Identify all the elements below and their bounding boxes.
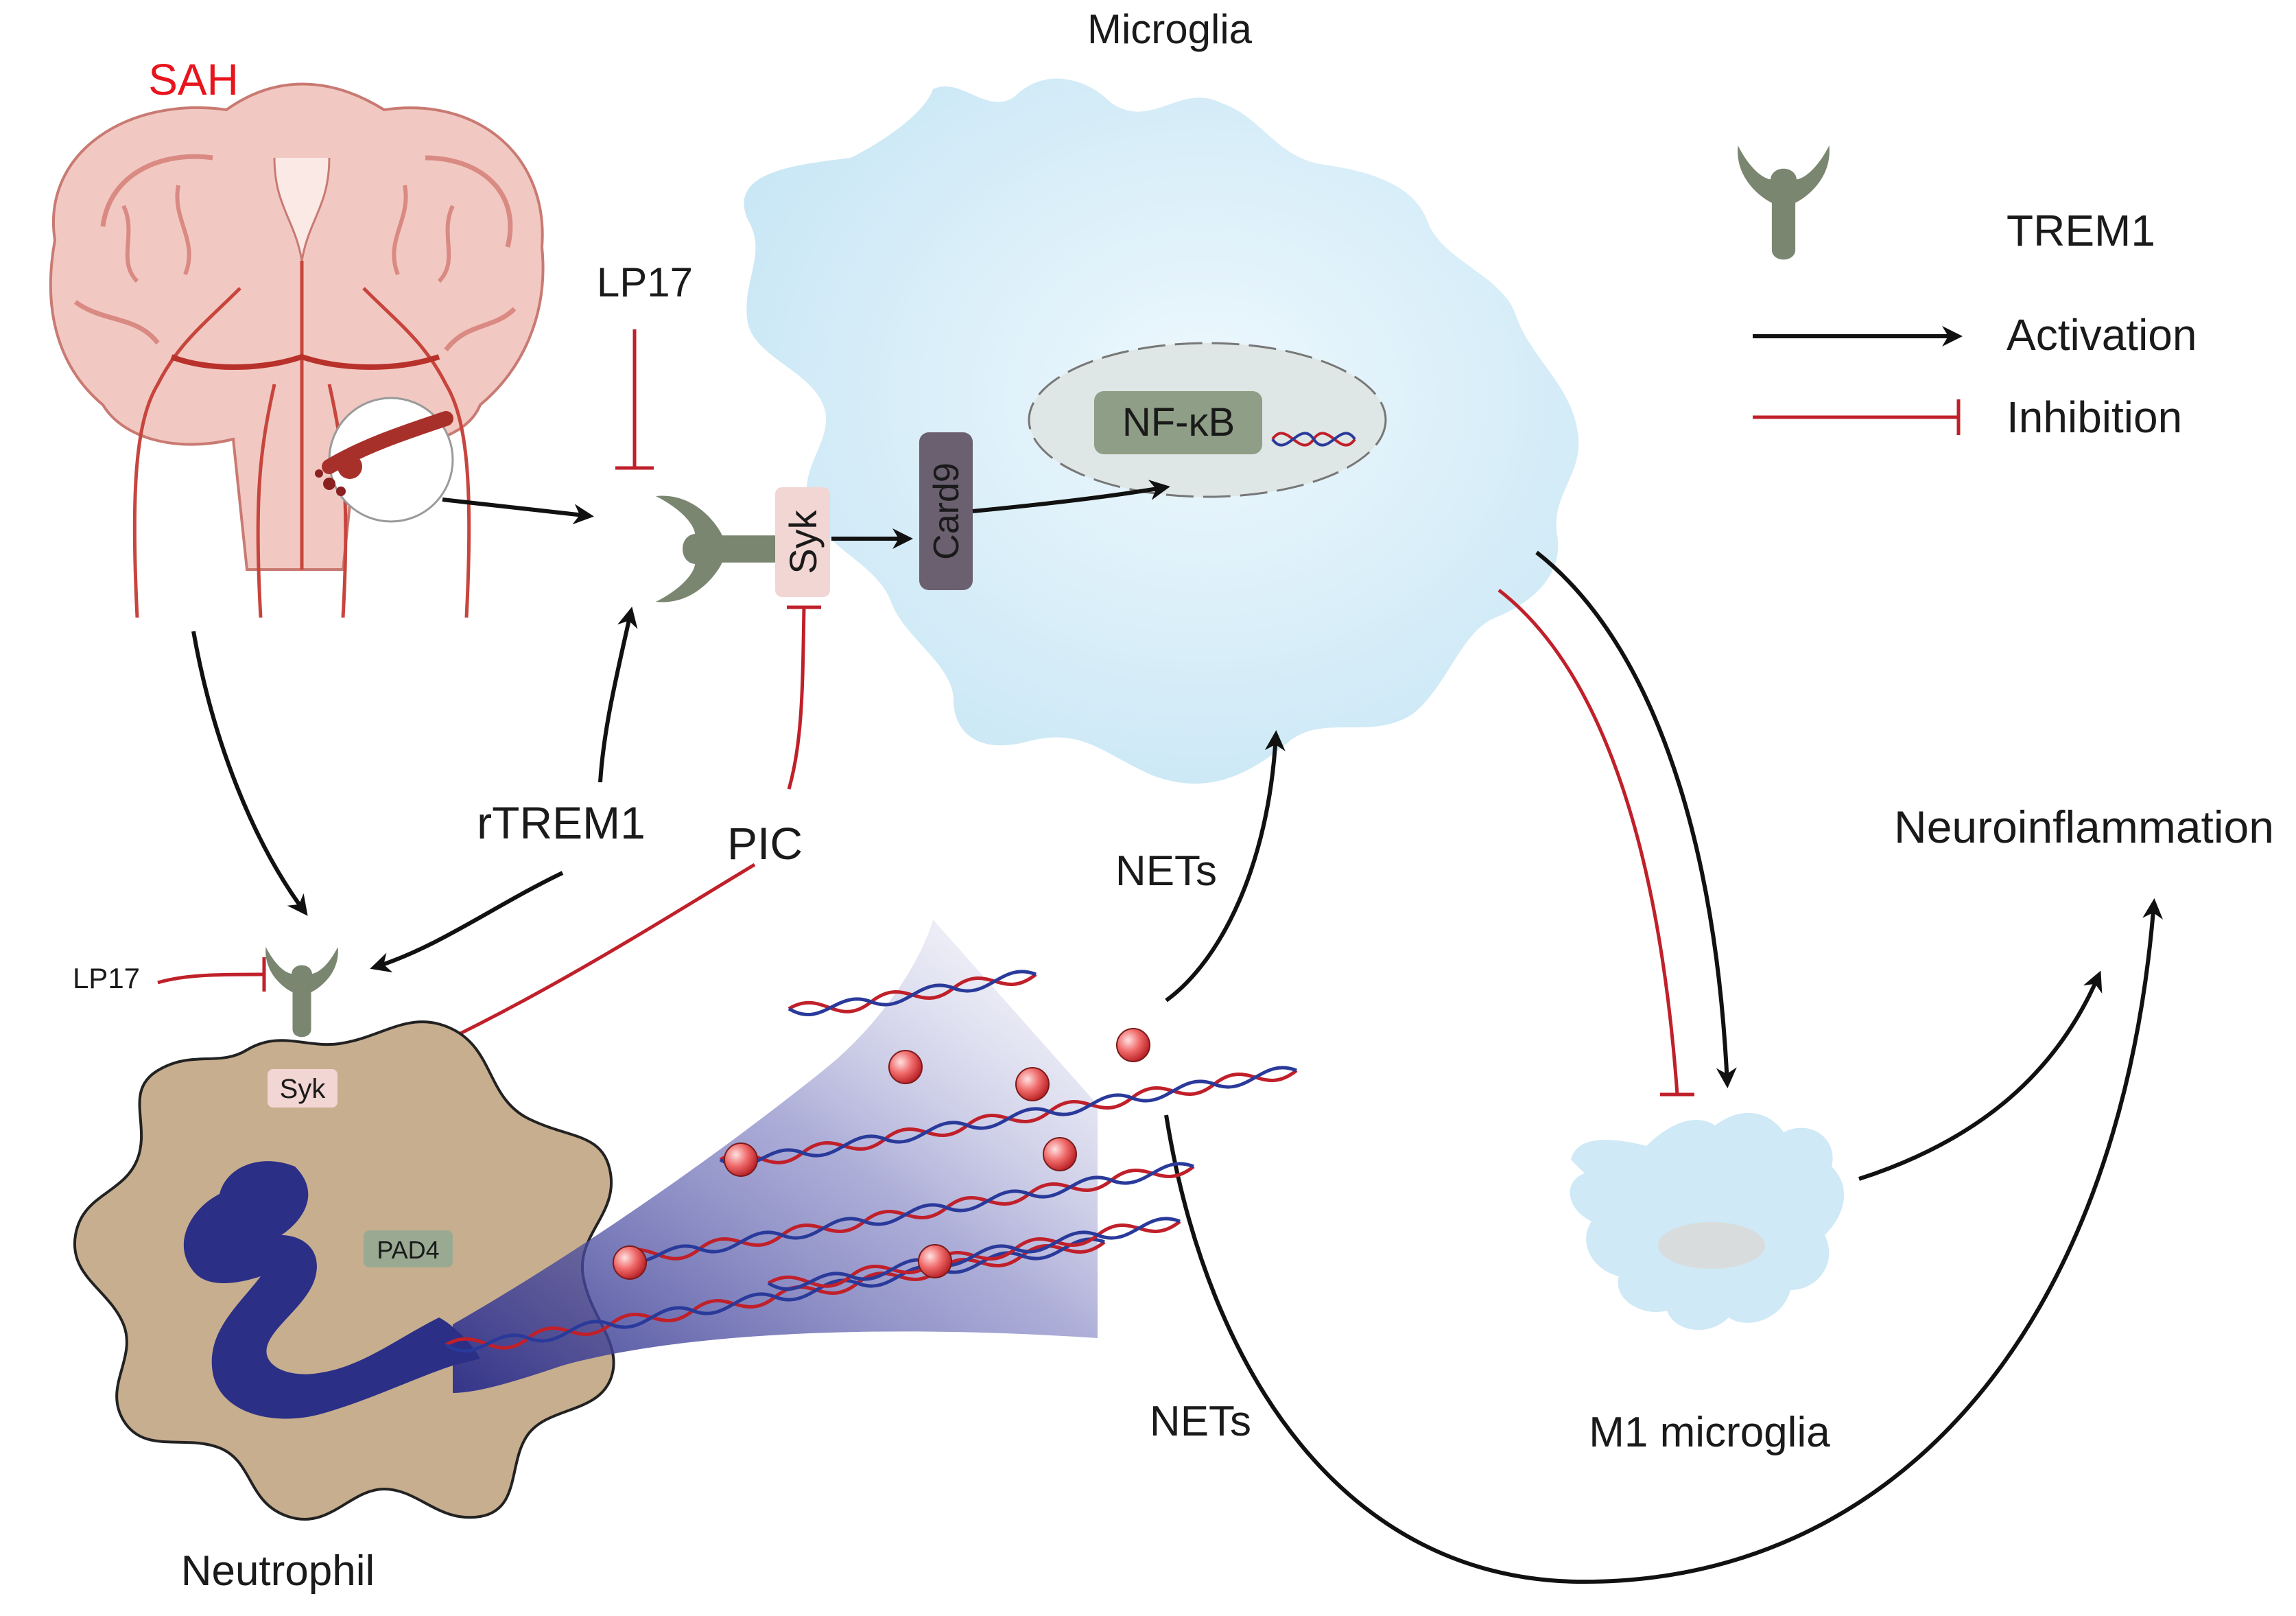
sah-label: SAH — [148, 55, 239, 104]
arrow-rtrem1-to-neutrophil-trem1 — [370, 871, 564, 973]
lp17-left-label: LP17 — [73, 962, 140, 994]
arrow-card9-to-nfkb — [972, 480, 1170, 513]
histone-beads — [613, 1028, 1150, 1280]
arrow-rtrem1-to-microglia-trem1 — [598, 607, 638, 783]
nets-upper-label: NETs — [1115, 847, 1217, 895]
pic-inhibits-microglia-syk — [787, 605, 821, 790]
neutrophil-label: Neutrophil — [181, 1547, 375, 1595]
microglia-inhibits-m1 — [1498, 589, 1694, 1097]
legend-activation-label: Activation — [2007, 310, 2197, 360]
arrow-nets-to-microglia — [1165, 730, 1286, 1003]
microglia-label: Microglia — [1087, 6, 1253, 52]
m1-microglia-cell — [1570, 1112, 1845, 1331]
legend-inhibition-label: Inhibition — [2007, 393, 2182, 442]
dna-strand-4 — [767, 1217, 1181, 1291]
aneurysm-magnifier-icon — [315, 397, 454, 523]
brain-icon — [49, 82, 545, 618]
histone-bead-icon — [724, 1143, 758, 1177]
pad4-box — [364, 1230, 453, 1267]
dna-strand-1 — [445, 1237, 1106, 1353]
histone-bead-icon — [1116, 1028, 1150, 1062]
arrow-sah-to-trem1 — [442, 497, 594, 525]
histone-bead-icon — [613, 1245, 647, 1280]
m1-microglia-nucleus — [1658, 1222, 1765, 1269]
syk-neutrophil-label: Syk — [280, 1074, 327, 1104]
syk-microglia-label: Syk — [781, 509, 825, 574]
dna-strand-3 — [719, 1066, 1298, 1168]
legend-inhibition-bar — [1753, 399, 1961, 435]
dna-strand-icon — [1271, 432, 1356, 447]
m1-microglia-label: M1 microglia — [1589, 1409, 1830, 1456]
nfkb-label: NF-κB — [1122, 400, 1235, 445]
nets-lower-label: NETs — [1150, 1398, 1251, 1445]
dna-strand-2 — [616, 1162, 1195, 1264]
trem1-receptor-icon — [656, 495, 788, 602]
pic-label: PIC — [727, 818, 803, 869]
legend-trem1-icon — [1738, 145, 1830, 260]
rtrem1-label: rTREM1 — [477, 797, 646, 848]
pad4-label: PAD4 — [377, 1236, 439, 1264]
syk-neutrophil-box — [268, 1069, 338, 1108]
card9-label: Card9 — [927, 462, 967, 560]
neutrophil-trem1-receptor-icon — [265, 947, 338, 1038]
arrow-m1-to-neuroinflammation — [1858, 970, 2103, 1181]
nfkb-box — [1094, 391, 1262, 454]
legend-trem1-label: TREM1 — [2007, 206, 2155, 255]
arrow-microglia-to-m1 — [1535, 550, 1737, 1088]
histone-bead-icon — [1043, 1137, 1077, 1171]
lp17-top-inhibition-arrow — [615, 329, 654, 470]
histone-bead-icon — [1015, 1067, 1050, 1101]
lp17-top-label: LP17 — [597, 259, 693, 305]
arrow-sah-to-neutrophil — [191, 631, 308, 916]
neutrophil-nucleus — [183, 1161, 480, 1419]
legend: TREM1 Activation Inhibition — [1738, 145, 2197, 442]
card9-box — [919, 432, 973, 590]
lp17-inhibits-neutrophil-trem1 — [157, 957, 266, 992]
arrow-nets-to-neuroinflammation — [1164, 898, 2164, 1584]
activation-arrows — [191, 480, 2164, 1584]
neuroinflammation-label: Neuroinflammation — [1894, 801, 2274, 852]
neutrophil-cell — [73, 1020, 615, 1521]
dna-strands — [445, 970, 1298, 1353]
histone-bead-icon — [918, 1244, 952, 1278]
dna-strand-5 — [788, 970, 1037, 1017]
histone-bead-icon — [888, 1050, 923, 1084]
syk-microglia-box — [775, 487, 830, 597]
